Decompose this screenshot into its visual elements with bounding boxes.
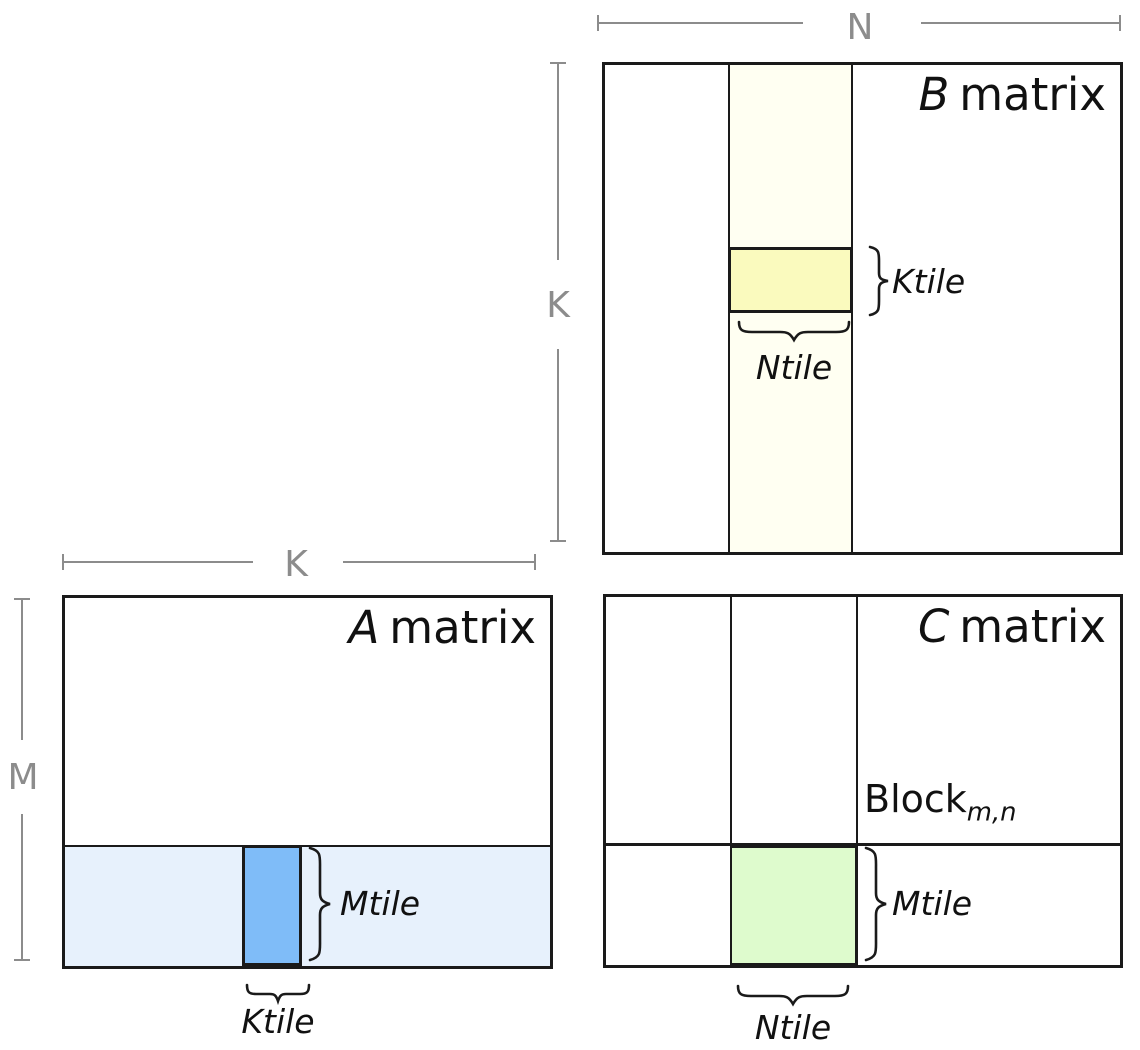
k-dim-a-right-cap: [534, 554, 536, 570]
k-dim-b-bottom-cap: [550, 540, 566, 542]
a-matrix-ktile-tile: [242, 845, 302, 966]
k-dim-a-right-line: [343, 561, 534, 563]
c-matrix-block-label: Blockm,n: [864, 777, 1017, 828]
k-dim-a-label: K: [284, 544, 308, 585]
c-matrix-word: matrix: [959, 600, 1106, 653]
b-matrix-word: matrix: [959, 68, 1106, 121]
a-ktile-underbrace: [245, 983, 311, 1006]
m-dim-upper-line: [21, 599, 23, 740]
b-matrix-ktile-tile: [728, 247, 853, 313]
c-ntile-underbrace: [736, 984, 850, 1007]
k-dim-a-left-line: [64, 561, 253, 563]
a-matrix-word: matrix: [389, 601, 536, 654]
c-mtile-brace: [864, 846, 887, 962]
n-dim-right-line: [921, 22, 1120, 24]
k-dim-b-label: K: [546, 285, 570, 326]
k-dim-b-lower-line: [557, 349, 559, 541]
block-label-text: Block: [864, 777, 967, 821]
a-matrix-highlighted-row: [65, 845, 550, 966]
b-ktile-label: Ktile: [892, 262, 966, 301]
block-label-subscript: m,n: [966, 797, 1017, 828]
n-dim-left-line: [598, 22, 803, 24]
k-dim-b-upper-line: [557, 63, 559, 260]
c-ntile-label: Ntile: [754, 1008, 832, 1047]
n-dim-right-cap: [1119, 15, 1121, 31]
c-matrix-row-divider: [606, 843, 1120, 846]
b-ntile-label: Ntile: [755, 348, 833, 387]
k-dim-a-left-cap: [62, 554, 64, 570]
a-mtile-label: Mtile: [340, 884, 421, 923]
b-matrix-letter: B: [918, 68, 950, 121]
m-dim-bottom-cap: [14, 959, 30, 961]
a-ktile-label: Ktile: [241, 1002, 315, 1041]
c-matrix-block-tile: [730, 846, 857, 965]
b-ktile-brace: [868, 245, 889, 317]
a-matrix-letter: A: [348, 601, 380, 654]
a-mtile-brace: [308, 846, 331, 962]
c-matrix-column-divider-right: [856, 597, 858, 965]
b-ntile-underbrace: [737, 320, 851, 343]
c-matrix-letter: C: [917, 600, 950, 653]
m-dim-lower-line: [21, 814, 23, 960]
m-dim-label: M: [7, 757, 39, 798]
c-matrix-column-divider-left: [730, 597, 732, 965]
c-mtile-label: Mtile: [892, 884, 973, 923]
n-dim-label: N: [846, 7, 874, 48]
